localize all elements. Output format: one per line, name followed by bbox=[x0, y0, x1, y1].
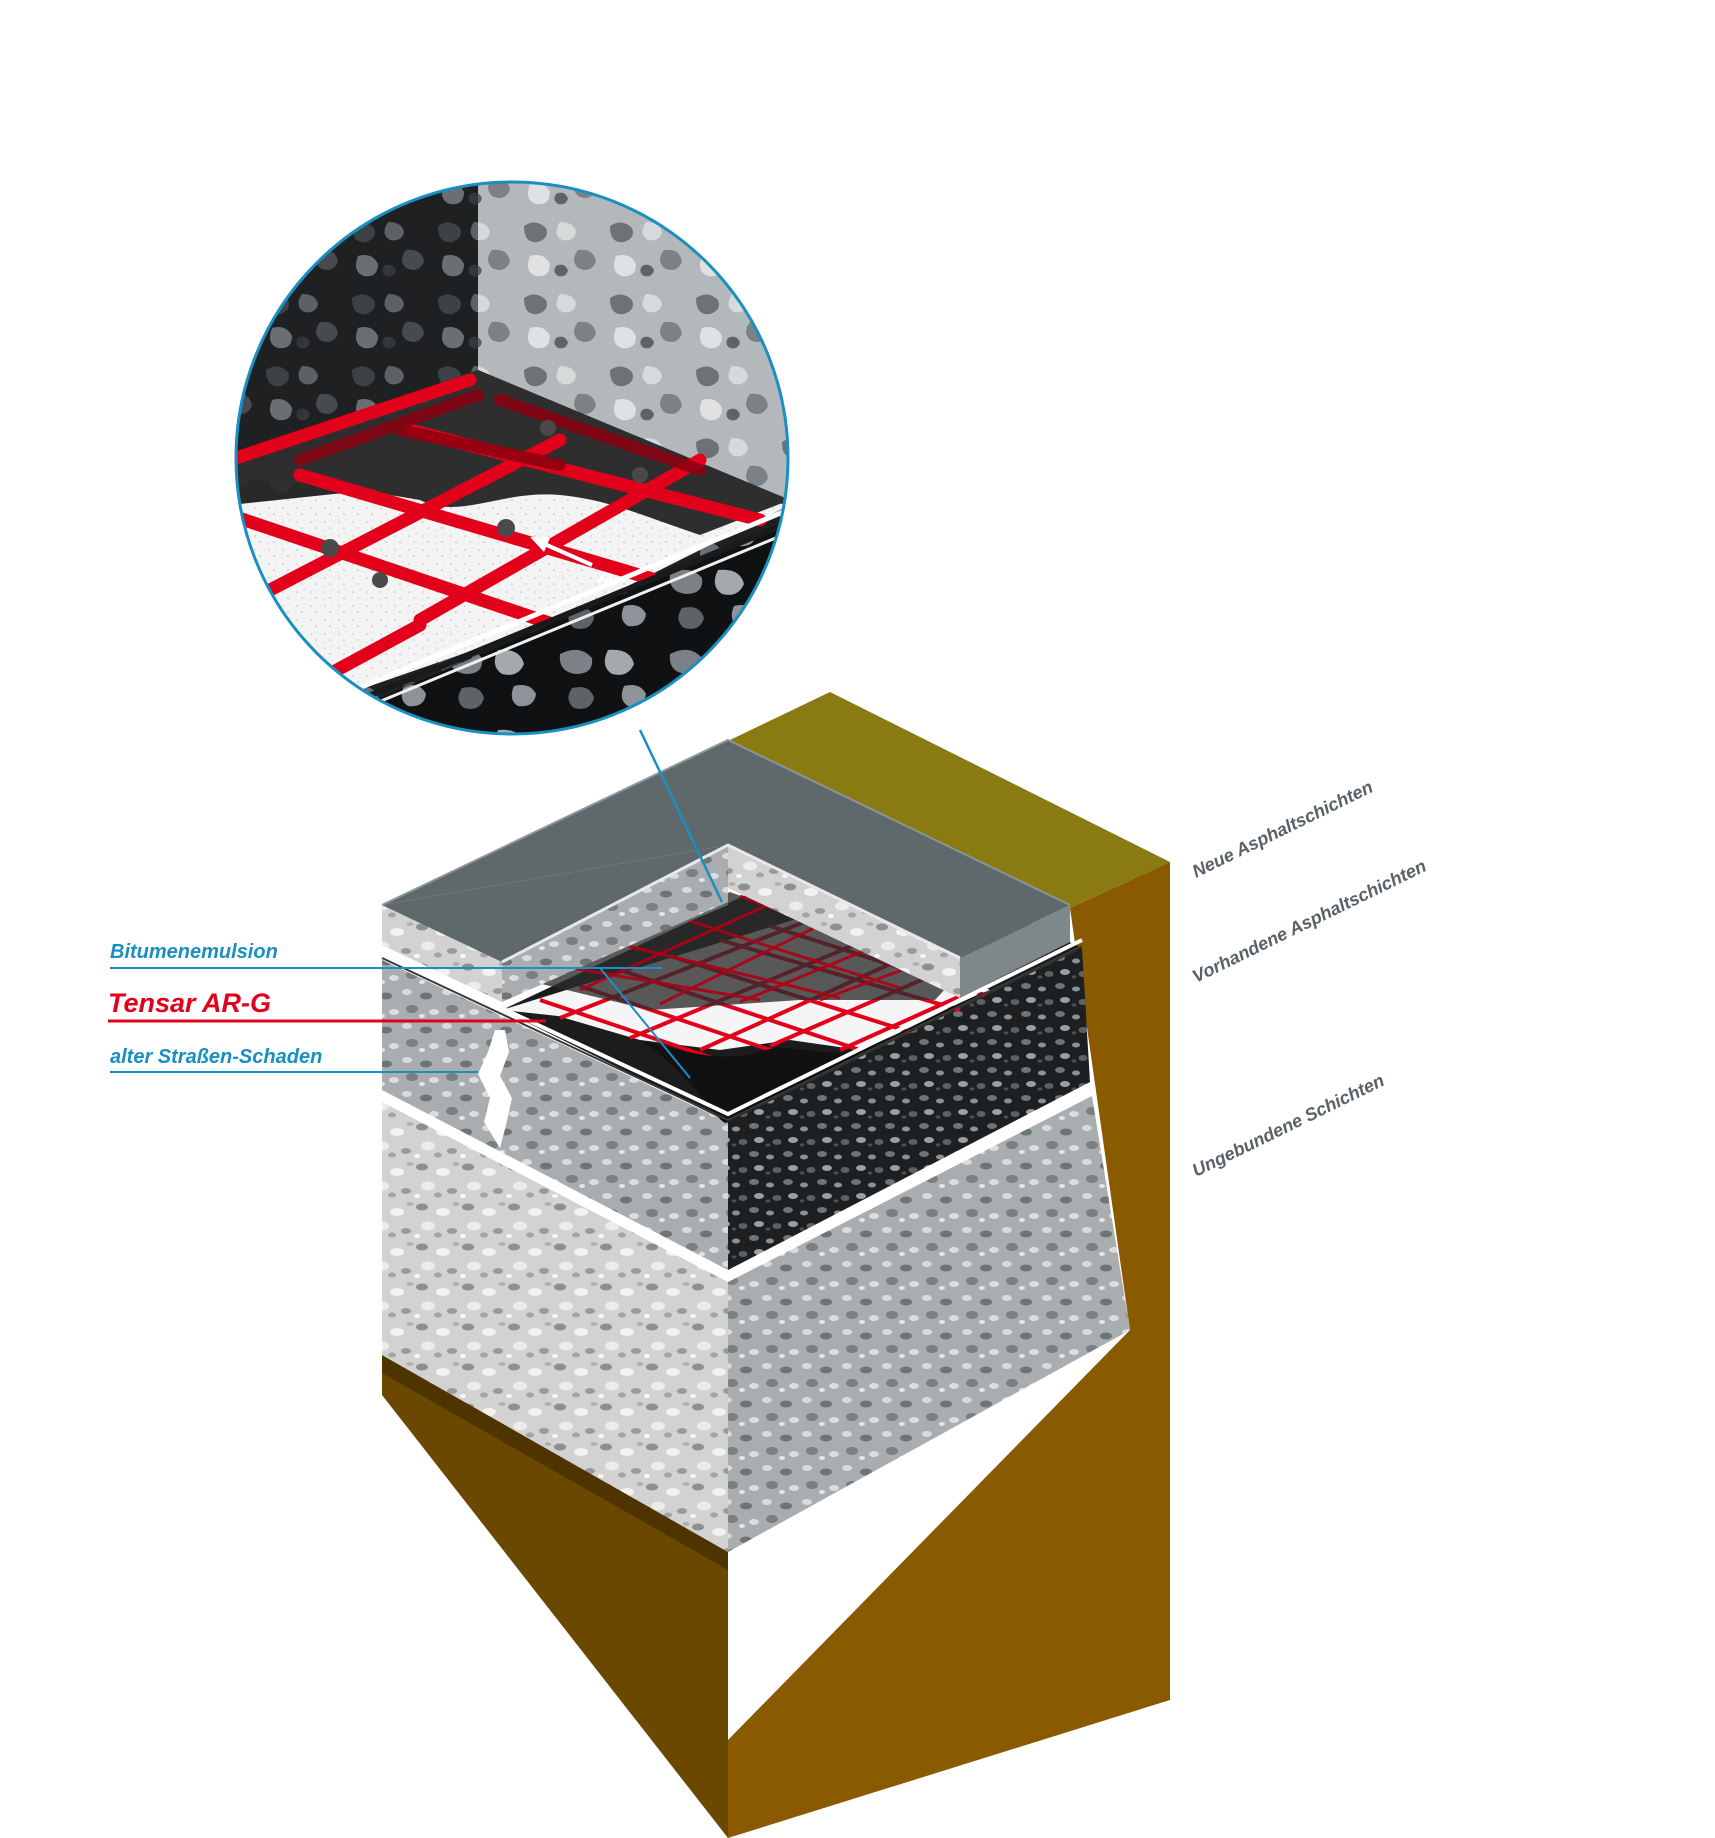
callout-tensar-label: Tensar AR-G bbox=[108, 988, 271, 1018]
layer-separator-line bbox=[380, 1086, 1092, 1281]
unbound-layer-front bbox=[382, 1102, 728, 1552]
callout-tensar: Tensar AR-G bbox=[108, 988, 546, 1023]
road-damage-crack bbox=[478, 1030, 512, 1148]
bitumen-pointer bbox=[599, 967, 691, 1079]
pavement-block bbox=[380, 692, 1170, 1838]
unbound-layer-right bbox=[728, 1096, 1130, 1552]
existing-asphalt-right bbox=[728, 948, 1090, 1270]
soil-front-highlight bbox=[382, 1355, 728, 1570]
detail-magnifier: R bbox=[234, 180, 790, 736]
magnifier-rim bbox=[234, 180, 790, 736]
existing-asphalt-front bbox=[382, 960, 728, 1270]
interlayer-sheet bbox=[381, 938, 1083, 1117]
callout-damage: alter Straßen-Schaden bbox=[110, 1046, 478, 1073]
magnifier-pointer bbox=[638, 729, 724, 903]
label-unbound: Ungebundene Schichten bbox=[1189, 1070, 1387, 1180]
new-asphalt-layer bbox=[381, 738, 1071, 1002]
soil-side-face bbox=[728, 862, 1170, 1838]
direction-arrow bbox=[530, 537, 593, 567]
callout-bitumen: Bitumenemulsion bbox=[110, 941, 662, 969]
interlayer-sheet-shadow bbox=[381, 945, 1083, 1122]
label-new-asphalt: Neue Asphaltschichten bbox=[1189, 777, 1376, 882]
soil-front-strip bbox=[382, 1355, 728, 1838]
label-existing-asphalt: Vorhandene Asphaltschichten bbox=[1189, 856, 1429, 987]
callout-damage-label: alter Straßen-Schaden bbox=[110, 1046, 322, 1068]
callout-bitumen-label: Bitumenemulsion bbox=[110, 941, 278, 963]
tensar-grid-exposed bbox=[502, 892, 991, 1123]
soil-top-surface bbox=[730, 692, 1170, 908]
